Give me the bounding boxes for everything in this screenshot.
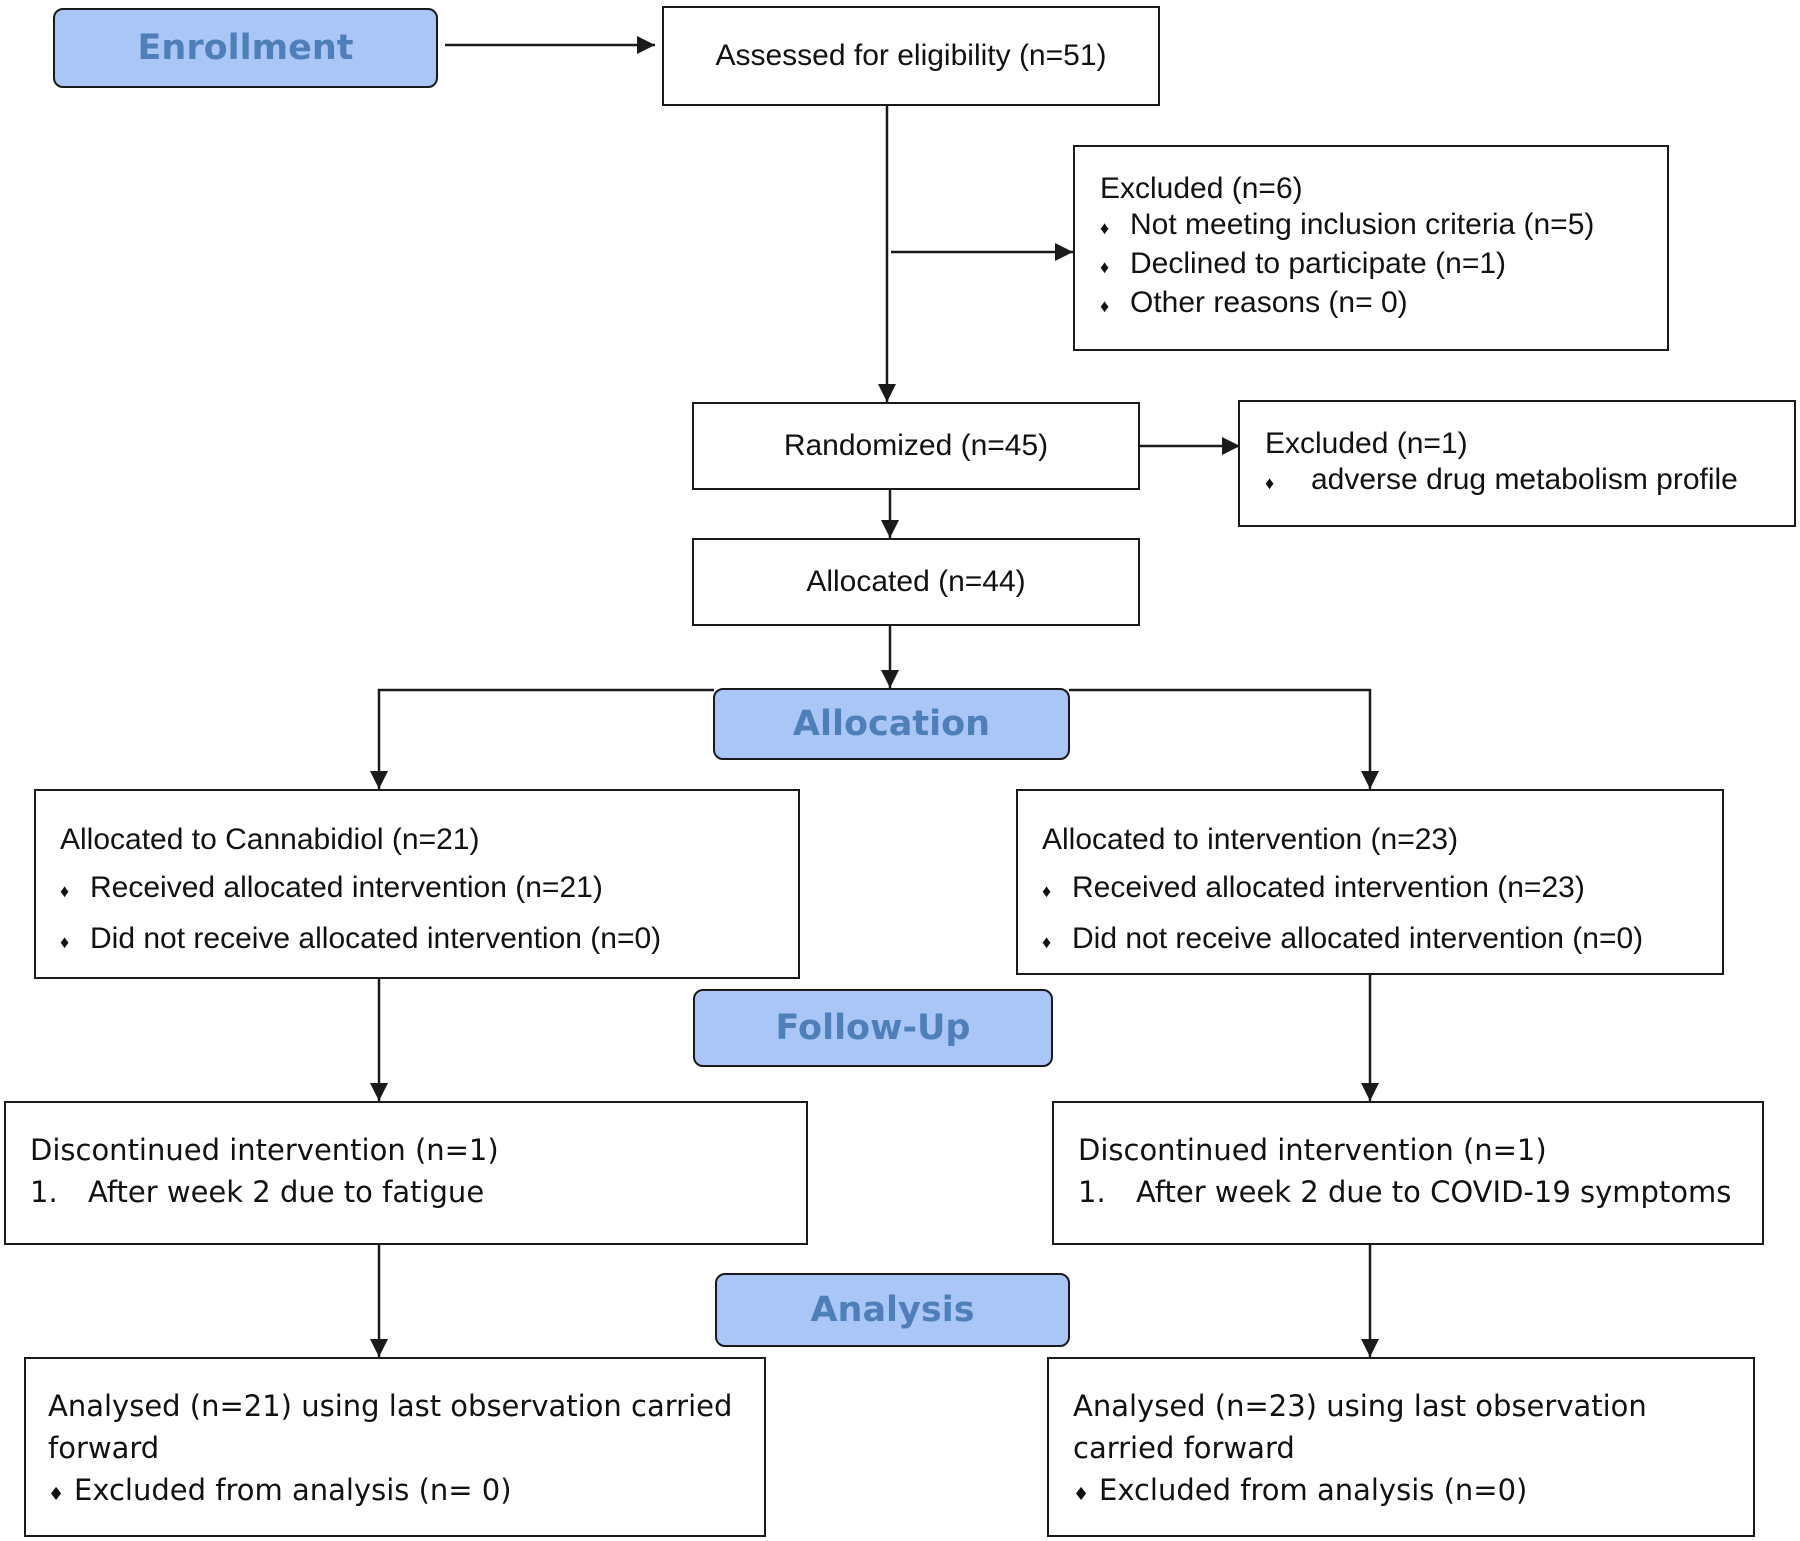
right-arm-allocation-item: ♦Did not receive allocated intervention … (1042, 915, 1722, 966)
excluded-screening-item: ♦Declined to participate (n=1) (1100, 246, 1667, 285)
diamond-bullet-icon: ♦ (1100, 218, 1110, 238)
randomized-text: Randomized (n=45) (783, 429, 1049, 462)
diamond-bullet-icon: ♦ (1100, 257, 1110, 277)
right-arm-analysis-title: Analysed (n=23) using last observation c… (1073, 1389, 1647, 1465)
excluded-random-item: ♦adverse drug metabolism profile (1265, 462, 1794, 501)
stage-analysis-label: Analysis (810, 1290, 975, 1330)
diamond-bullet-icon: ♦ (60, 932, 70, 952)
diamond-bullet-icon: ♦ (60, 881, 70, 901)
excluded-screening-title: Excluded (n=6) (1100, 172, 1303, 205)
left-arm-followup-reason: 1.After week 2 due to fatigue (30, 1175, 485, 1209)
allocated-text: Allocated (n=44) (806, 565, 1026, 598)
stage-allocation: Allocation (713, 688, 1070, 760)
stage-enrollment: Enrollment (53, 8, 438, 88)
left-arm-allocation-item: ♦Received allocated intervention (n=21) (60, 864, 798, 915)
stage-enrollment-label: Enrollment (137, 28, 354, 68)
left-arm-allocation-item: ♦Did not receive allocated intervention … (60, 915, 798, 966)
randomized-box: Randomized (n=45) (692, 402, 1140, 490)
diamond-bullet-icon: ♦ (1100, 296, 1110, 316)
excluded-random-box: Excluded (n=1) ♦adverse drug metabolism … (1238, 400, 1796, 527)
diamond-bullet-icon: ♦ (1073, 1484, 1090, 1505)
diamond-bullet-icon: ♦ (1042, 881, 1052, 901)
edge-split-to-right-arm (1069, 688, 1379, 789)
diamond-bullet-icon: ♦ (1042, 932, 1052, 952)
excluded-screening-item: ♦Not meeting inclusion criteria (n=5) (1100, 207, 1667, 246)
right-arm-allocation-item: ♦Received allocated intervention (n=23) (1042, 864, 1722, 915)
diamond-bullet-icon: ♦ (1265, 473, 1275, 493)
stage-follow-up-label: Follow-Up (775, 1008, 971, 1048)
right-arm-analysis-item: ♦Excluded from analysis (n=0) (1073, 1469, 1733, 1516)
stage-follow-up: Follow-Up (693, 989, 1053, 1067)
excluded-screening-item: ♦Other reasons (n= 0) (1100, 285, 1667, 324)
left-arm-followup-box: Discontinued intervention (n=1) 1.After … (4, 1101, 808, 1245)
excluded-random-title: Excluded (n=1) (1265, 427, 1468, 460)
left-arm-analysis-item: ♦Excluded from analysis (n= 0) (48, 1469, 738, 1516)
edge-split-to-left-arm (370, 688, 714, 789)
right-arm-allocation-box: Allocated to intervention (n=23) ♦Receiv… (1016, 789, 1724, 975)
right-arm-analysis-box: Analysed (n=23) using last observation c… (1047, 1357, 1755, 1537)
right-arm-followup-box: Discontinued intervention (n=1) 1.After … (1052, 1101, 1764, 1245)
left-arm-followup-title: Discontinued intervention (n=1) (30, 1133, 499, 1167)
left-arm-allocation-box: Allocated to Cannabidiol (n=21) ♦Receive… (34, 789, 800, 979)
assessed-text: Assessed for eligibility (n=51) (715, 39, 1107, 72)
left-arm-analysis-title: Analysed (n=21) using last observation c… (48, 1389, 733, 1465)
diamond-bullet-icon: ♦ (48, 1484, 65, 1505)
stage-allocation-label: Allocation (792, 704, 991, 744)
right-arm-allocation-title: Allocated to intervention (n=23) (1042, 823, 1459, 856)
excluded-screening-box: Excluded (n=6) ♦Not meeting inclusion cr… (1073, 145, 1669, 351)
left-arm-analysis-box: Analysed (n=21) using last observation c… (24, 1357, 766, 1537)
right-arm-followup-reason: 1.After week 2 due to COVID-19 symptoms (1078, 1175, 1732, 1209)
right-arm-followup-title: Discontinued intervention (n=1) (1078, 1133, 1547, 1167)
left-arm-allocation-title: Allocated to Cannabidiol (n=21) (60, 823, 480, 856)
stage-analysis: Analysis (715, 1273, 1070, 1347)
allocated-box: Allocated (n=44) (692, 538, 1140, 626)
assessed-box: Assessed for eligibility (n=51) (662, 6, 1160, 106)
